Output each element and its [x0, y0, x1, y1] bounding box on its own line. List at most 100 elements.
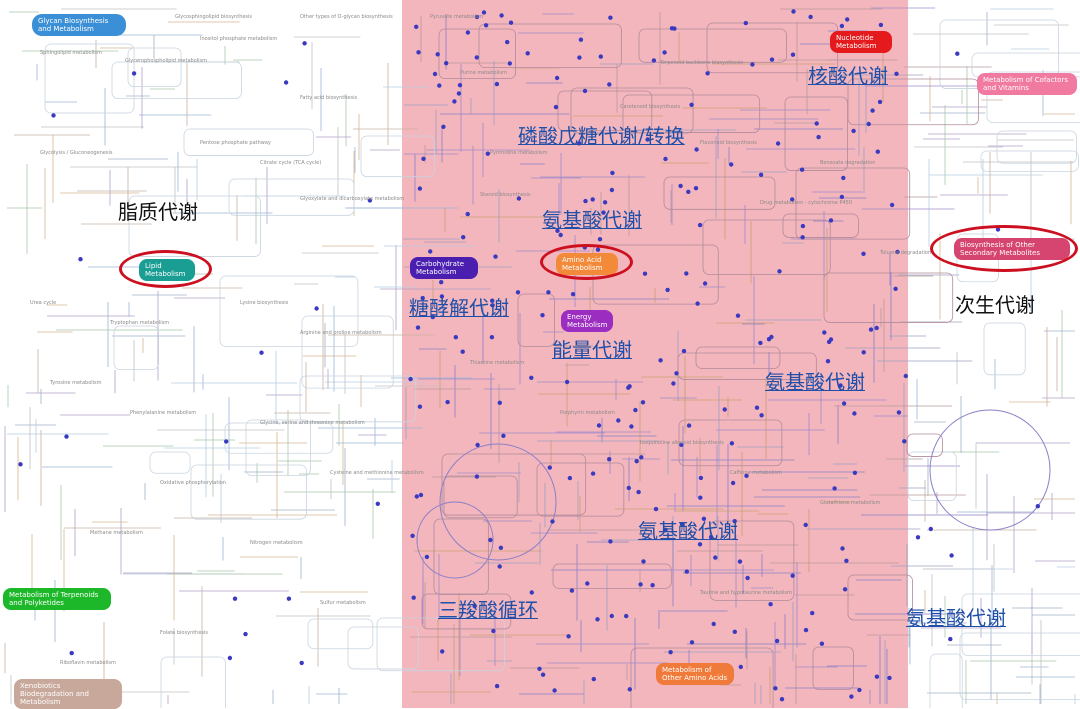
compound-node [529, 590, 534, 595]
compound-node [737, 559, 743, 564]
compound-node [759, 413, 764, 418]
pathway-name: Benzoate degradation [820, 160, 876, 166]
compound-node [18, 462, 23, 467]
compound-node [626, 485, 631, 491]
terpenoids-label[interactable]: Metabolism of Terpenoids and Polyketides [3, 588, 111, 610]
compound-node [629, 424, 634, 429]
compound-node [417, 186, 423, 191]
compound-node [896, 410, 902, 415]
cofactors-label[interactable]: Metabolism of Cofactors and Vitamins [977, 73, 1077, 95]
compound-node [590, 471, 596, 476]
nucleotide-label[interactable]: Nucleotide Metabolism [830, 31, 892, 53]
compound-node [577, 55, 582, 60]
compound-node [78, 257, 83, 262]
compound-node [488, 537, 493, 543]
xenobiotics-label[interactable]: Xenobiotics Biodegradation and Metabolis… [14, 679, 122, 709]
pathway-box [678, 419, 783, 467]
compound-node [408, 376, 413, 382]
compound-node [702, 281, 708, 286]
compound-node [590, 197, 595, 202]
compound-node [663, 527, 668, 532]
compound-node [552, 688, 557, 693]
compound-node [735, 313, 741, 318]
compound-node [832, 486, 837, 491]
compound-node [915, 535, 921, 540]
compound-node [582, 88, 588, 94]
pathway-box [638, 28, 787, 63]
lipid-circle-mark [119, 250, 212, 288]
pathway-box [622, 94, 761, 133]
compound-node [465, 30, 471, 35]
compound-node [474, 14, 480, 20]
compound-node [790, 52, 796, 57]
compound-node [790, 197, 795, 202]
compound-node [773, 686, 778, 691]
pathway-box [552, 563, 672, 589]
other-amino-label[interactable]: Metabolism of Other Amino Acids [656, 663, 734, 685]
compound-node [775, 141, 781, 146]
compound-node [598, 54, 603, 59]
compound-node [428, 249, 433, 254]
compound-node [597, 237, 603, 242]
compound-node [558, 232, 563, 238]
annotation-secondary: 次生代谢 [955, 293, 1035, 317]
pathway-box [301, 315, 394, 389]
compound-node [671, 381, 676, 386]
compound-node [475, 442, 480, 448]
pathway-name: Glycine, serine and threonine metabolism [260, 420, 365, 426]
compound-node [578, 37, 584, 42]
carbohydrate-label[interactable]: Carbohydrate Metabolism [410, 257, 478, 279]
compound-node [457, 83, 463, 88]
compound-node [668, 650, 673, 655]
compound-node [640, 400, 646, 405]
compound-node [874, 674, 880, 679]
pathway-name: Porphyrin metabolism [560, 410, 615, 416]
compound-node [852, 470, 858, 475]
annotation-amino-bottom: 氨基酸代谢 [638, 519, 738, 543]
pathway-name: Toluene degradation [880, 250, 932, 256]
annotation-energy: 能量代谢 [552, 338, 632, 362]
compound-node [51, 113, 56, 118]
pathway-box [695, 346, 781, 369]
compound-node [227, 655, 233, 661]
compound-node [456, 91, 462, 96]
pathway-box [986, 71, 1080, 124]
pathway-box [443, 475, 518, 519]
compound-node [550, 519, 555, 524]
compound-node [694, 147, 699, 152]
pathway-box [190, 464, 307, 520]
compound-node [743, 20, 748, 26]
pathway-name: Oxidative phosphorylation [160, 480, 226, 486]
compound-node [713, 555, 718, 560]
compound-node [515, 290, 521, 295]
compound-node [421, 156, 426, 161]
pathway-name: Caffeine metabolism [730, 470, 782, 476]
pathway-name: Folate biosynthesis [160, 630, 208, 636]
pathway-box [959, 632, 1080, 701]
pathway-box [113, 325, 159, 371]
compound-node [851, 128, 856, 134]
energy-label[interactable]: Energy Metabolism [561, 310, 613, 332]
pathway-box [907, 451, 957, 501]
compound-node [861, 350, 866, 355]
compound-node [529, 375, 534, 380]
compound-node [633, 407, 638, 413]
compound-node [679, 522, 685, 527]
compound-node [745, 575, 750, 581]
compound-node [791, 9, 796, 14]
compound-node [1035, 504, 1041, 509]
compound-node [826, 339, 832, 345]
pathway-box [847, 78, 979, 126]
compound-node [417, 404, 423, 409]
pathway-name: Isoquinoline alkaloid biosynthesis [640, 440, 724, 446]
pathway-box [906, 433, 943, 457]
glycan-label[interactable]: Glycan Biosynthesis and Metabolism [32, 14, 126, 36]
compound-node [841, 401, 847, 406]
compound-node [483, 23, 489, 28]
pathway-box [478, 23, 622, 69]
compound-node [810, 610, 815, 616]
compound-node [684, 569, 689, 574]
pathway-box [44, 43, 135, 114]
pathway-name: Nitrogen metabolism [250, 540, 303, 546]
